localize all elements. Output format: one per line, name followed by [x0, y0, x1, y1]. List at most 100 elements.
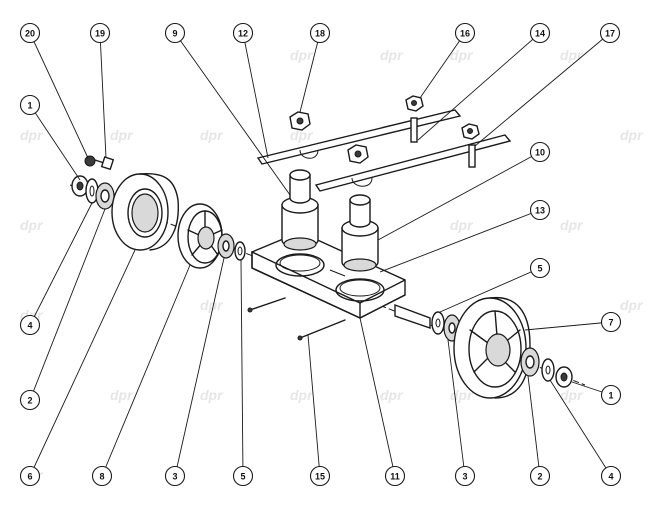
left-tire	[111, 173, 179, 251]
watermark-text: dpr	[20, 127, 44, 143]
callout-number: 2	[537, 472, 542, 482]
callout-number: 12	[238, 29, 248, 39]
leader-line-c3a	[174, 257, 225, 477]
spacer-9	[281, 169, 319, 251]
watermark-text: dpr	[290, 127, 314, 143]
callout-circle	[19, 94, 41, 116]
callout-c19: 19	[89, 22, 111, 44]
leader-line-c5b	[240, 259, 244, 477]
callout-circle	[232, 465, 254, 487]
callout-circle	[600, 311, 622, 333]
callout-circle	[529, 465, 551, 487]
callout-c11: 11	[384, 465, 406, 487]
watermark-text: dpr	[450, 387, 474, 403]
callout-c4a: 4	[19, 314, 41, 336]
leader-line-c15	[307, 334, 321, 477]
callout-number: 16	[460, 29, 470, 39]
leader-line-c20	[29, 32, 89, 159]
callout-number: 15	[315, 472, 325, 482]
callout-circle	[600, 384, 622, 406]
leader-line-c8	[101, 264, 191, 477]
callout-c15: 15	[309, 465, 331, 487]
callout-circle	[529, 257, 551, 279]
left-inner-seal	[234, 241, 246, 261]
callout-c17: 17	[599, 22, 621, 44]
callout-circle	[529, 22, 551, 44]
callout-c5a: 5	[529, 257, 551, 279]
callout-number: 4	[608, 472, 613, 482]
watermark-text: dpr	[560, 217, 584, 233]
callout-number: 9	[172, 29, 177, 39]
callout-number: 14	[535, 29, 545, 39]
callout-c2b: 2	[529, 465, 551, 487]
watermark-text: dpr	[200, 297, 224, 313]
leader-line-c13	[379, 209, 541, 273]
callout-c8: 8	[91, 465, 113, 487]
callout-c13: 13	[529, 199, 551, 221]
callout-c10: 10	[529, 141, 551, 163]
stud-17	[468, 144, 476, 168]
callout-number: 3	[172, 472, 177, 482]
callout-c3b: 3	[454, 465, 476, 487]
callout-c4b: 4	[600, 465, 622, 487]
leader-line-c14	[417, 32, 541, 141]
leader-line-c2a	[29, 208, 106, 401]
callout-number: 3	[462, 472, 467, 482]
watermark-text: dpr	[290, 387, 314, 403]
callout-circle	[600, 465, 622, 487]
callout-circle	[384, 465, 406, 487]
callout-number: 5	[240, 472, 245, 482]
callout-number: 19	[95, 29, 105, 39]
callout-c2a: 2	[19, 389, 41, 411]
bolt-19	[94, 156, 115, 171]
callout-circle	[164, 22, 186, 44]
watermark-text: dpr	[290, 47, 314, 63]
callout-circle	[19, 465, 41, 487]
callout-circle	[309, 465, 331, 487]
leader-lines	[29, 32, 612, 477]
callout-number: 8	[99, 472, 104, 482]
leader-line-c11	[359, 317, 396, 477]
callout-circle	[91, 465, 113, 487]
leader-line-c4a	[29, 202, 93, 326]
watermark-text: dpr	[620, 297, 644, 313]
watermark-text: dpr	[110, 387, 134, 403]
left-wheel-hub	[177, 203, 223, 269]
stud-16	[410, 117, 418, 143]
watermark-text: dpr	[560, 47, 584, 63]
callout-c18: 18	[309, 22, 331, 44]
callout-number: 1	[27, 101, 32, 111]
right-axle-nut	[555, 366, 573, 388]
callout-number: 5	[537, 264, 542, 274]
nut-16	[405, 95, 424, 112]
callout-circle	[89, 22, 111, 44]
callout-circle	[309, 22, 331, 44]
callout-c3a: 3	[164, 465, 186, 487]
watermark-text: dpr	[380, 47, 404, 63]
leader-line-c4b	[549, 379, 612, 477]
spacer-10	[341, 194, 379, 272]
watermark-text: dpr	[450, 47, 474, 63]
callout-circle	[232, 22, 254, 44]
callout-c12: 12	[232, 22, 254, 44]
leader-line-c10	[377, 151, 541, 241]
callout-number: 4	[27, 321, 32, 331]
callout-c9: 9	[164, 22, 186, 44]
nut-18-left	[289, 111, 311, 131]
nut-14	[461, 123, 480, 140]
right-outer-bearing	[520, 347, 540, 377]
watermark-text: dpr	[380, 387, 404, 403]
callout-number: 6	[27, 472, 32, 482]
callout-number: 20	[25, 29, 35, 39]
callout-number: 11	[390, 472, 400, 482]
left-inner-bearing	[217, 233, 235, 259]
leader-line-c2b	[527, 375, 541, 477]
nut-18-center	[347, 144, 369, 164]
watermark-text: dpr	[200, 387, 224, 403]
callout-c5b: 5	[232, 465, 254, 487]
leader-line-c9	[174, 32, 291, 196]
callout-number: 18	[315, 29, 325, 39]
callout-circle	[19, 22, 41, 44]
